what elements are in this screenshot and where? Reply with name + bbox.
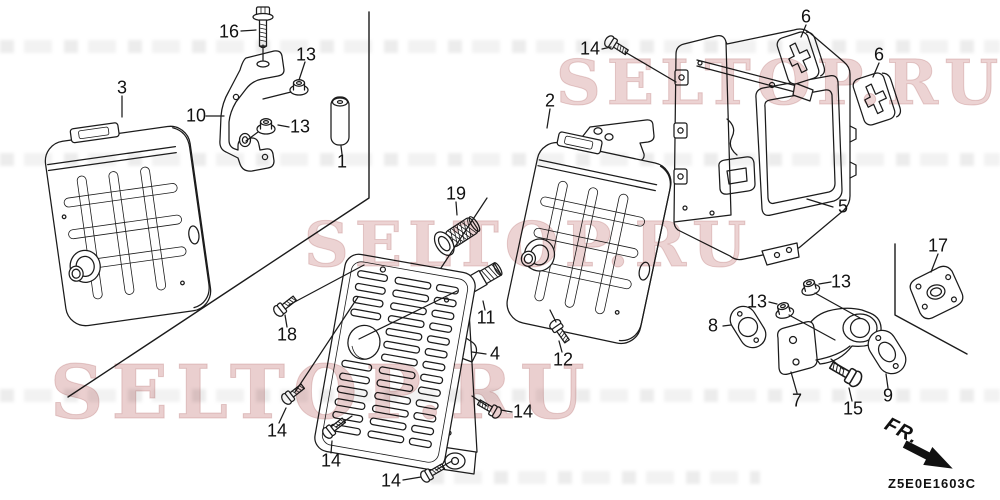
part-label-4: 4	[489, 343, 501, 364]
part-19-screen-bolt	[433, 216, 481, 256]
part-label-15: 15	[842, 398, 864, 419]
part-13-nut	[256, 118, 276, 135]
part-label-8: 8	[707, 315, 719, 336]
part-17-gasket	[909, 265, 964, 320]
part-9-gasket	[867, 329, 907, 375]
faint-watermark-strip	[0, 153, 1000, 166]
part-13-nut	[289, 79, 309, 96]
part-6-cover	[850, 68, 903, 128]
part-label-7: 7	[791, 390, 803, 411]
part-label-9: 9	[882, 385, 894, 406]
part-label-2: 2	[544, 90, 556, 111]
part-label-14: 14	[579, 38, 601, 59]
part-label-16: 16	[218, 21, 240, 42]
part-label-13: 13	[295, 44, 317, 65]
part-label-14: 14	[320, 450, 342, 471]
part-label-18: 18	[276, 324, 298, 345]
part-10-bracket	[219, 50, 285, 172]
part-label-17: 17	[927, 235, 949, 256]
part-label-11: 11	[476, 307, 496, 328]
part-5-protector-housing	[673, 28, 857, 266]
part-label-13: 13	[289, 116, 311, 137]
part-7-exhaust-elbow	[777, 307, 882, 375]
part-label-3: 3	[116, 77, 128, 98]
part-label-14: 14	[512, 401, 534, 422]
part-2-muffler	[506, 131, 672, 345]
part-16-bolt	[252, 6, 274, 49]
part-label-6: 6	[873, 44, 885, 65]
part-1-pipe	[330, 96, 350, 146]
part-label-10: 10	[185, 105, 207, 126]
faint-watermark-strip	[430, 471, 760, 484]
faint-watermark-strip	[0, 389, 1000, 402]
section-divider-right	[894, 243, 968, 355]
leader-lines	[121, 24, 939, 481]
fr-arrow-icon	[902, 440, 953, 469]
part-15-bolt	[828, 361, 863, 388]
part-4-muffler-protector	[314, 253, 476, 471]
part-label-6: 6	[800, 6, 812, 27]
part-label-14: 14	[380, 470, 402, 491]
part-3-muffler	[44, 122, 212, 327]
part-label-14: 14	[266, 420, 288, 441]
part-label-12: 12	[552, 349, 574, 370]
part-label-13: 13	[746, 291, 768, 312]
section-divider-left	[67, 11, 370, 398]
part-8-gasket	[729, 305, 767, 349]
faint-watermark-strip	[0, 40, 1000, 53]
part-label-1: 1	[336, 151, 348, 172]
part-label-13: 13	[830, 271, 852, 292]
diagram-code: Z5E0E1603C	[888, 476, 977, 491]
part-label-5: 5	[837, 196, 849, 217]
part-label-19: 19	[445, 183, 467, 204]
